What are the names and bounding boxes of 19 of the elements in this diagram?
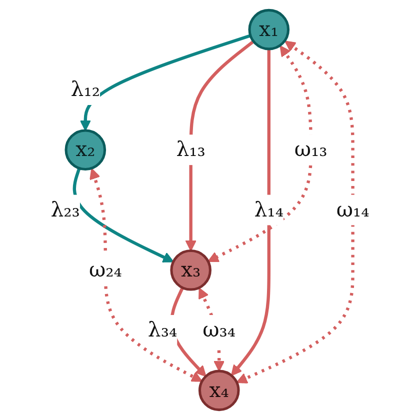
arrow	[80, 34, 251, 131]
node-circle: x₃	[170, 249, 212, 291]
arrow	[90, 168, 202, 382]
edge-label: ω₂₄	[88, 257, 122, 282]
arrow	[208, 45, 312, 262]
edge-label: λ₂₃	[50, 197, 80, 222]
arrow	[236, 40, 354, 384]
edge-label: ω₁₃	[294, 137, 328, 162]
edge-label: ω₁₄	[336, 197, 370, 222]
node-circle: x₄	[198, 370, 240, 412]
edge-label: λ₁₃	[176, 137, 206, 162]
node-circle: x₁	[248, 8, 290, 50]
arrow	[72, 168, 174, 262]
arrow	[230, 48, 270, 376]
edge-label: λ₁₂	[70, 76, 100, 102]
edge-label: ω₃₄	[202, 318, 236, 342]
edge-label: λ₁₄	[254, 197, 284, 222]
edge-label: λ₃₄	[148, 318, 178, 342]
node-circle: x₂	[64, 129, 106, 171]
